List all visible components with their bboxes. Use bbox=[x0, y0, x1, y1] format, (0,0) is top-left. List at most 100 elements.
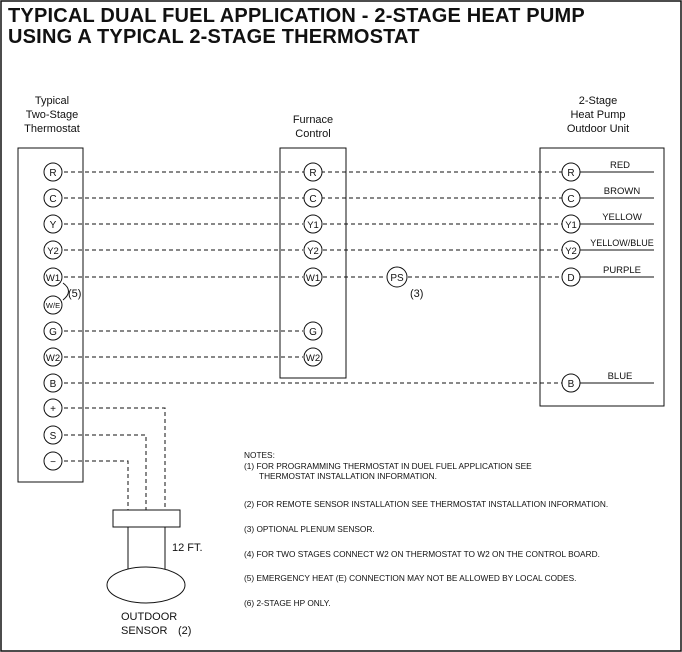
wire-color-red: RED bbox=[610, 160, 630, 171]
thermostat-terminal-we: W/E bbox=[43, 295, 63, 315]
thermostat-terminal-c: C bbox=[43, 188, 63, 208]
furnace-terminal-c: C bbox=[303, 188, 323, 208]
heat-pump-terminal-c: C bbox=[561, 188, 581, 208]
svg-text:W1: W1 bbox=[46, 273, 60, 284]
wire-color-purple: PURPLE bbox=[603, 265, 641, 276]
heat-pump-terminal-b: B bbox=[561, 373, 581, 393]
svg-text:R: R bbox=[49, 168, 56, 179]
heat-pump-terminal-r: R bbox=[561, 162, 581, 182]
outdoor-sensor bbox=[106, 509, 186, 604]
note-3: (3) OPTIONAL PLENUM SENSOR. bbox=[244, 524, 375, 534]
title-line-1: TYPICAL DUAL FUEL APPLICATION - 2-STAGE … bbox=[8, 5, 585, 27]
thermostat-box bbox=[17, 147, 84, 483]
wire-color-labels: RED BROWN YELLOW YELLOW/BLUE PURPLE BLUE bbox=[590, 160, 654, 382]
note-6: (6) 2-STAGE HP ONLY. bbox=[244, 598, 331, 608]
outdoor-sensor-label-line-2: SENSOR bbox=[121, 625, 168, 637]
thermostat-terminal-minus: − bbox=[43, 451, 63, 471]
svg-text:Y2: Y2 bbox=[307, 246, 319, 257]
wire-color-yellow: YELLOW bbox=[602, 212, 642, 223]
note-2: (2) FOR REMOTE SENSOR INSTALLATION SEE T… bbox=[244, 499, 608, 509]
thermostat-label: Typical Two-Stage Thermostat bbox=[24, 95, 80, 135]
svg-text:C: C bbox=[49, 194, 56, 205]
furnace-terminal-g: G bbox=[303, 321, 323, 341]
note-ref-3: (3) bbox=[410, 288, 423, 300]
furnace-terminal-y1: Y1 bbox=[303, 214, 323, 234]
wire-sensor-s bbox=[64, 434, 147, 510]
svg-text:R: R bbox=[309, 168, 316, 179]
furnace-label: Furnace Control bbox=[293, 114, 333, 140]
svg-text:+: + bbox=[50, 404, 56, 415]
furnace-terminal-w2: W2 bbox=[303, 347, 323, 367]
heat-pump-terminal-d: D bbox=[561, 267, 581, 287]
outdoor-sensor-label: OUTDOOR SENSOR (2) bbox=[121, 611, 191, 637]
outdoor-sensor-cap bbox=[112, 509, 181, 528]
thermostat-label-line-3: Thermostat bbox=[24, 123, 80, 135]
plenum-sensor: PS bbox=[386, 266, 408, 288]
wire-color-yellow-blue: YELLOW/BLUE bbox=[590, 238, 654, 248]
thermostat-terminal-y2: Y2 bbox=[43, 240, 63, 260]
diagram-title: TYPICAL DUAL FUEL APPLICATION - 2-STAGE … bbox=[8, 6, 585, 48]
thermostat-terminals: R C Y Y2 W1 W/E G W2 B + S − bbox=[43, 162, 63, 471]
heat-pump-terminal-y2: Y2 bbox=[561, 240, 581, 260]
title-line-2: USING A TYPICAL 2-STAGE THERMOSTAT bbox=[8, 26, 420, 48]
furnace-terminal-r: R bbox=[303, 162, 323, 182]
thermostat-terminal-g: G bbox=[43, 321, 63, 341]
thermostat-terminal-s: S bbox=[43, 425, 63, 445]
heat-pump-label: 2-Stage Heat Pump Outdoor Unit bbox=[567, 95, 629, 135]
svg-text:W/E: W/E bbox=[46, 301, 60, 310]
svg-text:−: − bbox=[50, 457, 56, 468]
plenum-sensor-label: PS bbox=[390, 273, 404, 284]
notes-heading: NOTES: bbox=[244, 450, 275, 460]
heat-pump-terminals: R C Y1 Y2 D B bbox=[561, 162, 581, 393]
svg-text:C: C bbox=[567, 194, 574, 205]
wires bbox=[64, 171, 562, 510]
heat-pump-wire-tails bbox=[580, 171, 654, 384]
furnace-label-line-1: Furnace bbox=[293, 114, 333, 126]
svg-text:R: R bbox=[567, 168, 574, 179]
note-4: (4) FOR TWO STAGES CONNECT W2 ON THERMOS… bbox=[244, 549, 600, 559]
thermostat-label-line-1: Typical bbox=[35, 95, 69, 107]
svg-text:B: B bbox=[50, 379, 57, 390]
sensor-length: 12 FT. bbox=[172, 542, 203, 554]
svg-text:Y1: Y1 bbox=[565, 220, 577, 231]
furnace-terminals: R C Y1 Y2 W1 G W2 bbox=[303, 162, 323, 367]
thermostat-terminal-w1: W1 bbox=[43, 267, 63, 287]
svg-text:Y2: Y2 bbox=[47, 246, 59, 257]
outdoor-sensor-label-line-1: OUTDOOR bbox=[121, 611, 177, 623]
svg-text:Y: Y bbox=[50, 220, 57, 231]
note-5: (5) EMERGENCY HEAT (E) CONNECTION MAY NO… bbox=[244, 573, 576, 583]
wire-color-blue: BLUE bbox=[608, 371, 633, 382]
svg-text:G: G bbox=[49, 327, 57, 338]
svg-text:S: S bbox=[50, 431, 57, 442]
svg-text:W2: W2 bbox=[46, 353, 60, 364]
notes: NOTES: (1) FOR PROGRAMMING THERMOSTAT IN… bbox=[244, 450, 608, 608]
wire-sensor-plus bbox=[64, 407, 166, 510]
svg-text:D: D bbox=[567, 273, 574, 284]
svg-text:W2: W2 bbox=[306, 353, 320, 364]
thermostat-terminal-plus: + bbox=[43, 398, 63, 418]
heat-pump-label-line-2: Heat Pump bbox=[570, 109, 625, 121]
wire-sensor-minus bbox=[64, 460, 129, 510]
furnace-box bbox=[279, 147, 347, 379]
heat-pump-label-line-1: 2-Stage bbox=[579, 95, 618, 107]
note-1-line-2: THERMOSTAT INSTALLATION INFORMATION. bbox=[259, 471, 437, 481]
svg-text:C: C bbox=[309, 194, 316, 205]
heat-pump-terminal-y1: Y1 bbox=[561, 214, 581, 234]
furnace-terminal-w1: W1 bbox=[303, 267, 323, 287]
thermostat-terminal-w2: W2 bbox=[43, 347, 63, 367]
w1-we-bracket bbox=[62, 282, 69, 301]
svg-text:W1: W1 bbox=[306, 273, 320, 284]
thermostat-terminal-b: B bbox=[43, 373, 63, 393]
note-1-line-1: (1) FOR PROGRAMMING THERMOSTAT IN DUEL F… bbox=[244, 461, 532, 471]
note-ref-5: (5) bbox=[68, 288, 81, 300]
wire-color-brown: BROWN bbox=[604, 186, 641, 197]
svg-text:Y1: Y1 bbox=[307, 220, 319, 231]
furnace-label-line-2: Control bbox=[295, 128, 330, 140]
svg-text:B: B bbox=[568, 379, 575, 390]
thermostat-label-line-2: Two-Stage bbox=[26, 109, 79, 121]
svg-text:Y2: Y2 bbox=[565, 246, 577, 257]
thermostat-terminal-r: R bbox=[43, 162, 63, 182]
